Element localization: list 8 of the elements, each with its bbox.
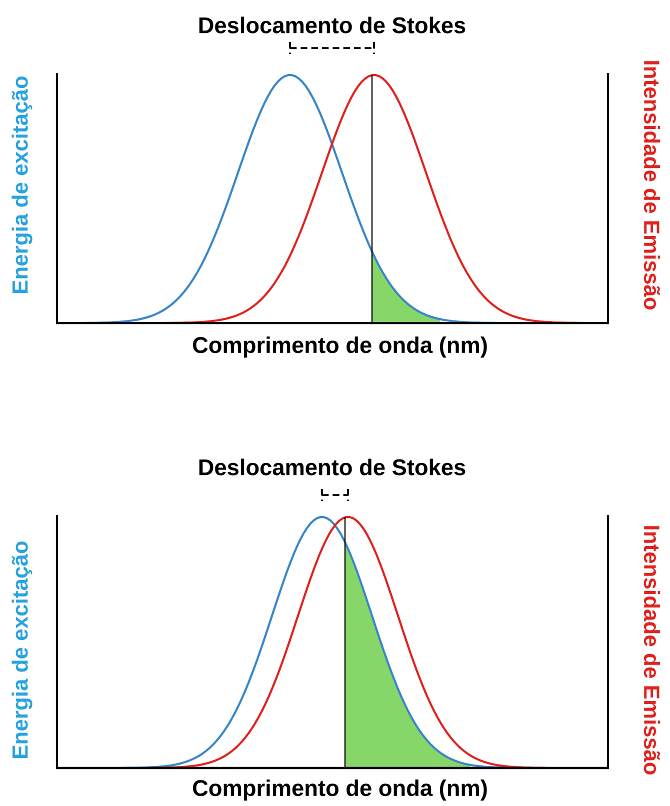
axis-label: Comprimento de onda (nm) [192,779,487,801]
axis-label: Comprimento de onda (nm) [192,336,487,358]
chart-title: Deslocamento de Stokes [199,16,466,34]
axis-label: Intensidade de Emissão [644,526,660,774]
chart-title: Deslocamento de Stokes [199,458,466,476]
axis-label: Energia de excitação [12,541,32,758]
axis-label: Intensidade de Emissão [644,61,660,310]
axis-label: Energia de excitação [12,76,32,293]
